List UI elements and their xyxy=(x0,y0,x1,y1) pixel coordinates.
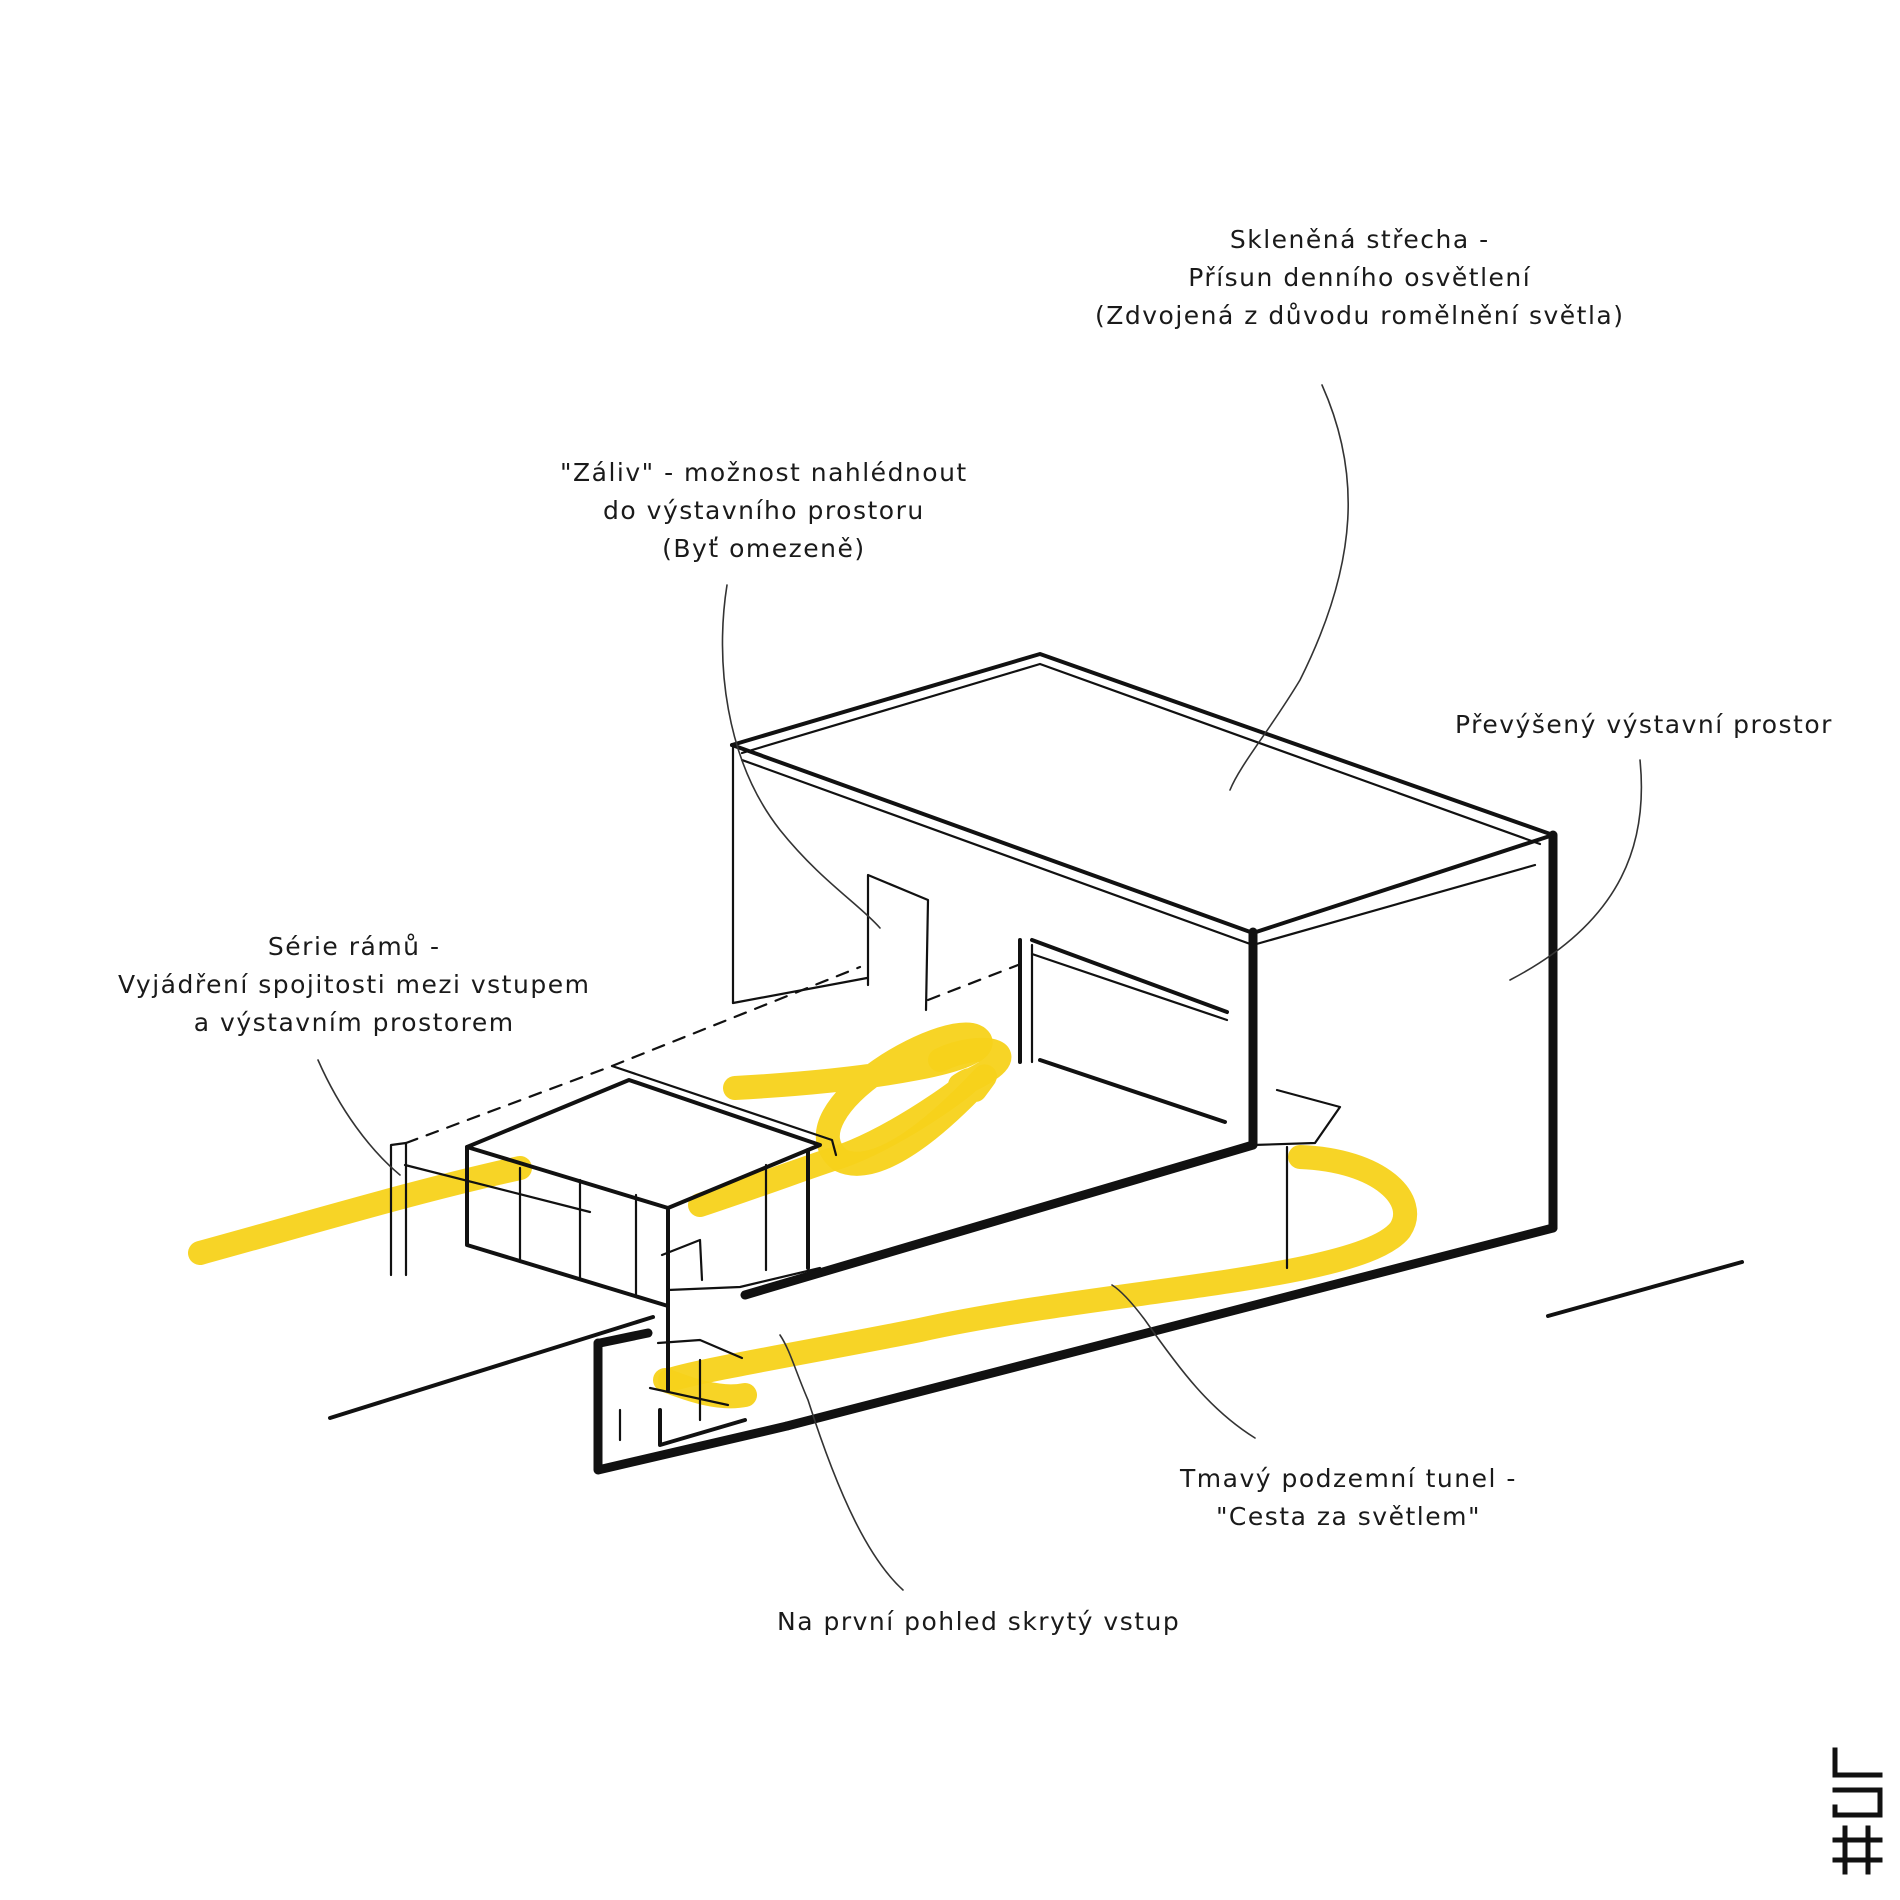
annotation-roof: Skleněná střecha - Přísun denního osvětl… xyxy=(1095,221,1625,335)
annotation-roof-line-3: (Zdvojená z důvodu romělnění světla) xyxy=(1095,301,1625,330)
exhibition-volume xyxy=(404,652,1558,1431)
light-path xyxy=(188,1022,1417,1409)
leader-tunnel xyxy=(1111,1284,1256,1439)
annotation-entrance: Na první pohled skrytý vstup xyxy=(777,1603,1180,1641)
annotation-bay-line-3: (Byť omezeně) xyxy=(662,534,866,563)
annotation-tunnel-line-2: "Cesta za světlem" xyxy=(1215,1502,1481,1531)
annotation-bay-line-2: do výstavního prostoru xyxy=(603,496,925,525)
annotation-frames-line-2: Vyjádření spojitosti mezi vstupem xyxy=(118,970,591,999)
leader-bay xyxy=(721,584,881,929)
annotation-tunnel-line-1: Tmavý podzemní tunel - xyxy=(1180,1464,1517,1493)
annotation-roof-line-2: Přísun denního osvětlení xyxy=(1188,263,1532,292)
annotation-entrance-line-1: Na první pohled skrytý vstup xyxy=(777,1607,1181,1636)
annotation-exhibition: Převýšený výstavní prostor xyxy=(1455,706,1833,744)
annotation-frames-line-1: Série rámů - xyxy=(267,932,441,961)
entrance-frames xyxy=(389,1064,838,1475)
annotation-bay: "Záliv" - možnost nahlédnout do výstavní… xyxy=(560,454,968,568)
leader-roof xyxy=(1229,384,1350,791)
leader-frames xyxy=(317,1059,401,1176)
leader-lines xyxy=(317,384,1643,1591)
annotation-exhibition-line-1: Převýšený výstavní prostor xyxy=(1455,710,1833,739)
annotation-frames: Série rámů - Vyjádření spojitosti mezi v… xyxy=(118,928,590,1042)
annotation-roof-line-1: Skleněná střecha - xyxy=(1229,225,1490,254)
annotation-bay-line-1: "Záliv" - možnost nahlédnout xyxy=(560,458,968,487)
annotation-frames-line-3: a výstavním prostorem xyxy=(193,1008,515,1037)
leader-exhibition xyxy=(1509,759,1643,981)
ground-lines xyxy=(328,1260,1744,1420)
logo-mark xyxy=(1832,1747,1883,1875)
leader-entrance xyxy=(779,1334,904,1591)
annotation-tunnel: Tmavý podzemní tunel - "Cesta za světlem… xyxy=(1180,1460,1517,1536)
